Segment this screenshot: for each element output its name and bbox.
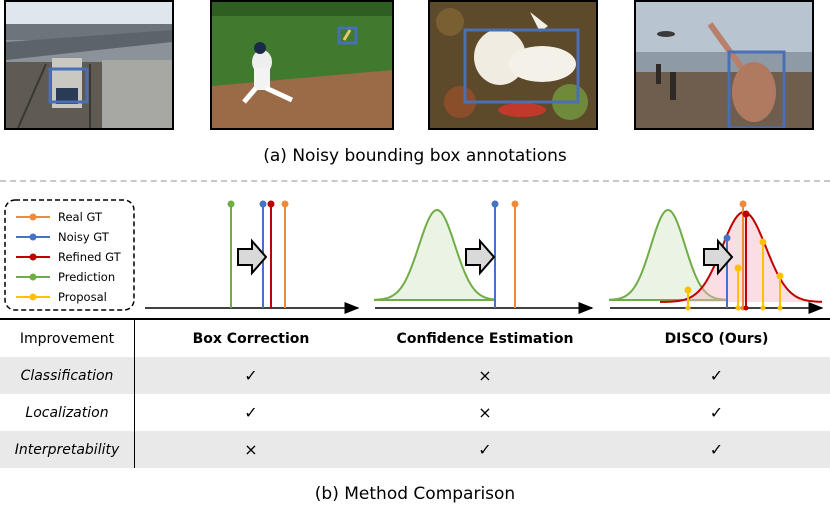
comparison-table: Improvement Box Correction Confidence Es… (0, 318, 830, 468)
dashed-separator (0, 180, 830, 182)
correction-arrow-icon (237, 238, 268, 276)
proposal-ticks (685, 305, 783, 311)
dog-scene (430, 2, 596, 128)
real-gt-dot (281, 200, 289, 208)
caption-noisy-annotations: (a) Noisy bounding box annotations (263, 146, 567, 166)
cell-mark: ✓ (134, 357, 367, 394)
legend-frame (4, 199, 135, 311)
legend-swatch-dot (29, 293, 37, 301)
legend: Real GT Noisy GT Refined GT PredictionPropo… (4, 199, 135, 311)
refined-gt-dot (267, 200, 275, 208)
legend-label: Proposal (58, 290, 107, 304)
cell-mark: ✓ (603, 431, 830, 468)
legend-label: Real GT (58, 210, 103, 224)
legend-swatch-dot (29, 233, 37, 241)
bounding-box (337, 26, 358, 45)
legend-label: Prediction (58, 270, 115, 284)
legend-label: Refined GT (58, 250, 122, 264)
real-gt-dot (511, 200, 519, 208)
train-station-scene (6, 2, 172, 128)
table-row: Interpretability × ✓ ✓ (0, 431, 830, 468)
bounding-box (463, 28, 580, 104)
photo-dog (428, 0, 598, 130)
noisy-gt-dot (491, 200, 499, 208)
table-header-row: Improvement Box Correction Confidence Es… (0, 318, 830, 357)
cell-mark: ✓ (709, 403, 724, 422)
cell-mark: × (134, 431, 367, 468)
photo-baseball (210, 0, 394, 130)
header-improvement: Improvement (0, 318, 135, 357)
method-diagram: Real GT Noisy GT Refined GT PredictionPropo… (4, 199, 824, 314)
cell-mark: ✓ (244, 403, 258, 422)
noisy-gt-dot (723, 234, 731, 242)
row-label-classification: Classification (0, 357, 135, 394)
panel-confidence-estimation (374, 200, 594, 314)
disco-arrow-icon (703, 238, 734, 276)
table-row: Classification ✓ × ✓ (0, 357, 830, 394)
legend-swatch-dot (29, 273, 37, 281)
caption-method-comparison: (b) Method Comparison (314, 484, 516, 504)
photo-beach (634, 0, 814, 130)
header-box-correction: Box Correction (134, 318, 367, 357)
estimation-arrow-icon (465, 238, 496, 276)
header-confidence-estimation: Confidence Estimation (367, 318, 603, 357)
row-label-localization: Localization (0, 394, 135, 431)
noisy-gt-dot (259, 200, 267, 208)
proposal-dot (776, 272, 784, 280)
legend-swatch-dot (29, 213, 37, 221)
bounding-box (727, 50, 786, 128)
header-disco: DISCO (Ours) (603, 318, 830, 357)
bounding-box (48, 67, 89, 104)
table-row: Localization ✓ × ✓ (0, 394, 830, 431)
proposal-distribution-area (660, 212, 822, 302)
cell-mark: × (367, 357, 603, 394)
cell-mark: ✓ (367, 431, 603, 468)
legend-swatch-dot (29, 253, 37, 261)
prediction-distribution-curve (609, 208, 726, 301)
cell-mark: ✓ (603, 357, 830, 394)
real-gt-dot (739, 200, 747, 208)
legend-label: Noisy GT (58, 230, 110, 244)
panel-disco (609, 200, 824, 314)
refined-gt-dot (742, 210, 750, 218)
panel-box-correction (145, 200, 360, 314)
row-label-interpretability: Interpretability (0, 431, 135, 468)
cell-mark: × (478, 403, 492, 422)
proposal-dot (734, 264, 742, 272)
beach-scene (636, 2, 812, 128)
photo-train-station (4, 0, 174, 130)
prediction-dot (227, 200, 235, 208)
proposal-dot (759, 238, 767, 246)
proposal-dot (684, 286, 692, 294)
prediction-distribution-curve (374, 208, 496, 301)
baseball-scene (212, 2, 392, 128)
